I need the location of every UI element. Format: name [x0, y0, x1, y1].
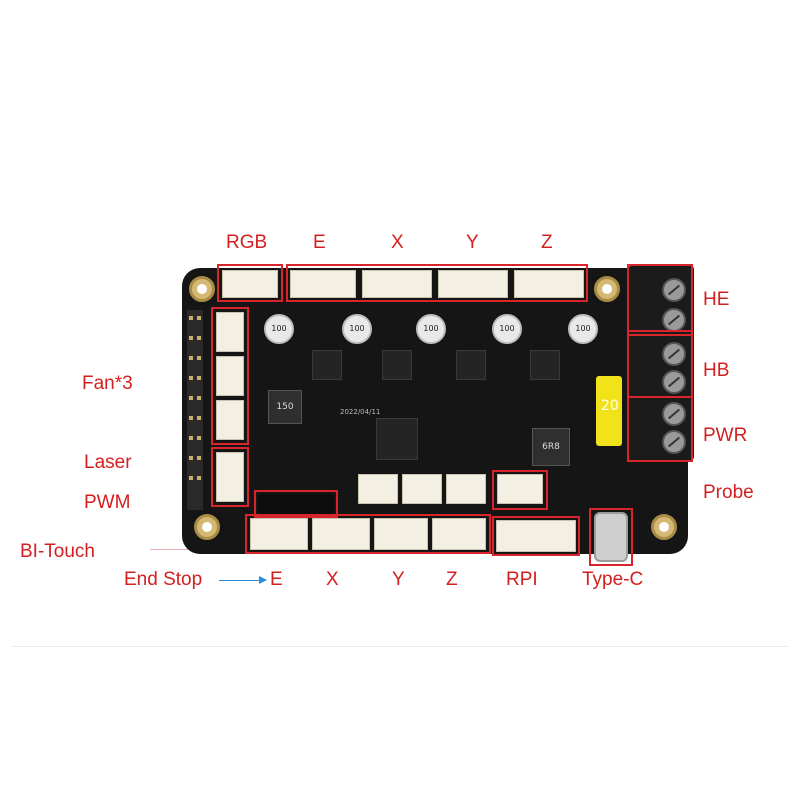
- screw-6: [662, 430, 686, 454]
- stepper-driver-4: [530, 350, 560, 380]
- capacitor-1: 100: [264, 314, 294, 344]
- thermistor-connector-2: [402, 474, 442, 504]
- label-y-top: Y: [466, 232, 479, 253]
- highlight-bltouch: [254, 490, 338, 518]
- label-x-top: X: [391, 232, 404, 253]
- x-endstop-connector: [312, 518, 370, 550]
- label-rgb: RGB: [226, 232, 268, 253]
- mcu-chip: [376, 418, 418, 460]
- label-y-bottom: Y: [392, 569, 405, 590]
- highlight-motors-top: [286, 264, 588, 302]
- e-motor-connector: [290, 270, 356, 298]
- rpi-connector: [496, 520, 576, 552]
- screw-2: [662, 308, 686, 332]
- stepper-driver-2: [382, 350, 412, 380]
- mounting-hole-top-left: [189, 276, 215, 302]
- usb-type-c-port: [594, 512, 628, 562]
- highlight-he: [627, 264, 693, 336]
- endstop-arrow-line: [219, 580, 261, 581]
- capacitor-4: 100: [492, 314, 522, 344]
- label-probe: Probe: [703, 482, 754, 503]
- label-e-bottom: E: [270, 569, 283, 590]
- endstop-arrow-head: [259, 576, 267, 584]
- laser-pwm-connector: [216, 452, 244, 502]
- highlight-pwr: [627, 396, 693, 462]
- z-endstop-connector: [432, 518, 486, 550]
- z-motor-connector: [514, 270, 584, 298]
- label-e-top: E: [313, 232, 326, 253]
- label-he: HE: [703, 289, 730, 310]
- gpio-pin-header: [187, 310, 203, 510]
- y-endstop-connector: [374, 518, 428, 550]
- screw-terminal-block: [628, 266, 694, 460]
- label-pwr: PWR: [703, 425, 748, 446]
- highlight-laser-pwm: [211, 447, 249, 507]
- fan-connector-2: [216, 356, 244, 396]
- screw-1: [662, 278, 686, 302]
- label-z-top: Z: [541, 232, 553, 253]
- mounting-hole-bottom-left: [194, 514, 220, 540]
- highlight-fan: [211, 307, 249, 445]
- capacitor-3: 100: [416, 314, 446, 344]
- highlight-typec: [589, 508, 633, 566]
- label-x-bottom: X: [326, 569, 339, 590]
- screw-3: [662, 342, 686, 366]
- x-motor-connector: [362, 270, 432, 298]
- y-motor-connector: [438, 270, 508, 298]
- blade-fuse: 20: [596, 376, 622, 446]
- stepper-driver-1: [312, 350, 342, 380]
- highlight-probe: [492, 470, 548, 510]
- mounting-hole-bottom-right: [651, 514, 677, 540]
- label-laser: Laser: [84, 452, 132, 473]
- highlight-hb: [627, 330, 693, 398]
- label-hb: HB: [703, 360, 730, 381]
- inductor-6r8: 6R8: [532, 428, 570, 466]
- rgb-connector: [222, 270, 278, 298]
- fuse-rating-text: 20: [601, 398, 619, 414]
- label-typec: Type-C: [582, 569, 644, 590]
- fan-connector-3: [216, 400, 244, 440]
- highlight-endstops: [245, 514, 491, 554]
- label-z-bottom: Z: [446, 569, 458, 590]
- stepper-driver-3: [456, 350, 486, 380]
- label-rpi: RPI: [506, 569, 538, 590]
- label-bltouch: BI-Touch: [20, 541, 95, 562]
- screw-5: [662, 402, 686, 426]
- label-endstop: End Stop: [124, 569, 203, 590]
- label-pwm: PWM: [84, 492, 131, 513]
- e-endstop-connector: [250, 518, 308, 550]
- capacitor-5: 100: [568, 314, 598, 344]
- capacitor-2: 100: [342, 314, 372, 344]
- highlight-rgb: [217, 264, 283, 302]
- fan-connector-1: [216, 312, 244, 352]
- board-date-mark: 2022/04/11: [340, 408, 381, 416]
- highlight-rpi: [492, 516, 580, 556]
- bottom-divider: [12, 646, 788, 647]
- inductor-150: 150: [268, 390, 302, 424]
- bltouch-pin-strip: [258, 494, 334, 514]
- probe-connector: [497, 474, 543, 504]
- thermistor-connector-1: [358, 474, 398, 504]
- thermistor-connector-3: [446, 474, 486, 504]
- label-fan: Fan*3: [82, 373, 133, 394]
- mounting-hole-top-right: [594, 276, 620, 302]
- screw-4: [662, 370, 686, 394]
